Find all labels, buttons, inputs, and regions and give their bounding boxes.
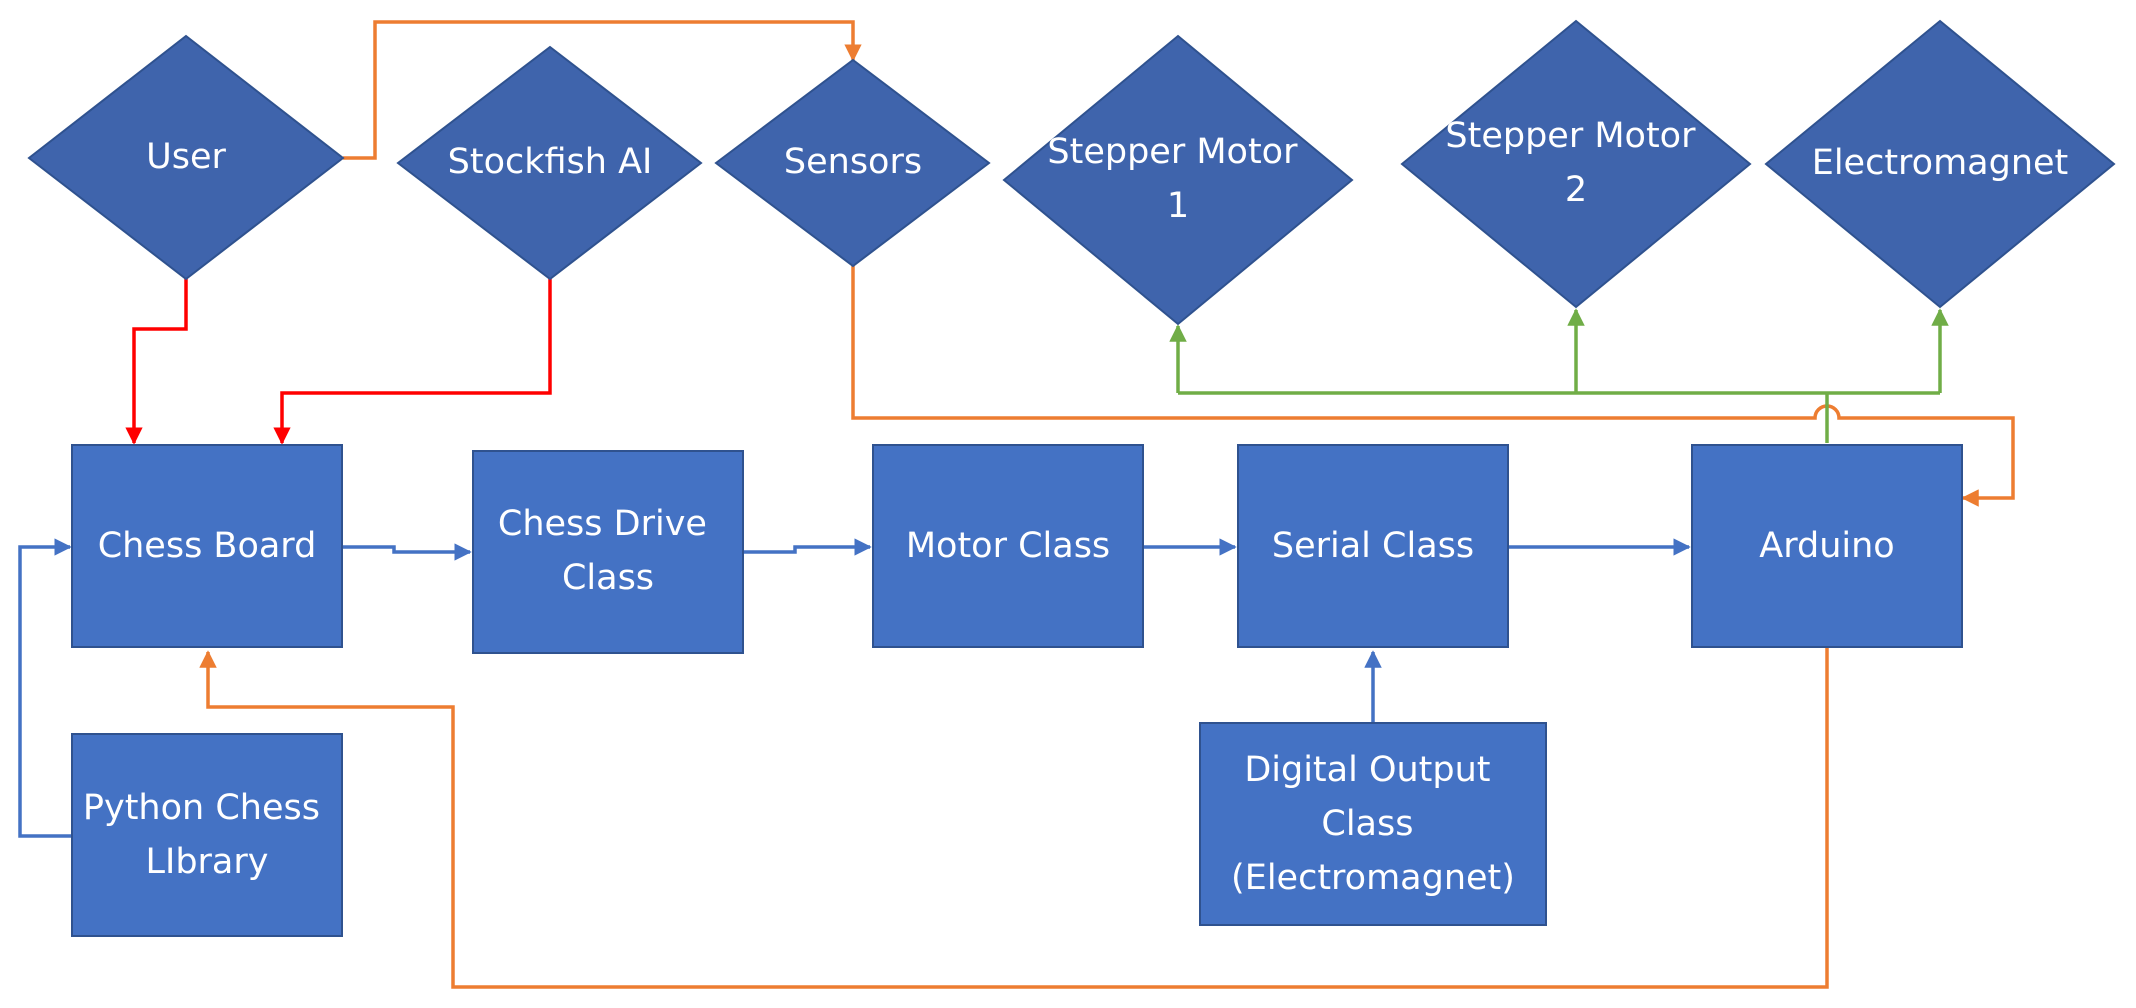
serial-class-box (1237, 444, 1509, 648)
node-motor-class: Motor Class (872, 444, 1144, 648)
sensors-diamond (714, 58, 991, 268)
connector-chess-drive-to-motor-class (743, 538, 872, 556)
motor-class-label: Motor Class (906, 526, 1110, 566)
node-chess-board: Chess Board (71, 444, 343, 648)
arduino-label: Arduino (1759, 526, 1894, 566)
connector-python-chess-to-chess-board (18, 538, 72, 838)
node-user: User (27, 34, 345, 281)
connector-chess-board-to-chess-drive (342, 543, 472, 561)
chess-drive-class-box (472, 450, 744, 654)
electromagnet-label: Electromagnet (1812, 143, 2069, 183)
connector-user-to-sensors (343, 20, 862, 160)
node-python-chess-library: Python Chess LIbrary (71, 733, 343, 937)
python-chess-library-box (71, 733, 343, 937)
digital-output-class-box (1199, 722, 1547, 926)
node-chess-drive-class: Chess Drive Class (472, 450, 744, 654)
connector-user-to-chess-board (125, 277, 188, 445)
electromagnet-diamond (1764, 19, 2116, 309)
python-chess-library-label: Python Chess LIbrary (83, 788, 331, 882)
node-arduino: Arduino (1691, 444, 1963, 648)
serial-class-label: Serial Class (1272, 526, 1474, 566)
chess-board-box (71, 444, 343, 648)
node-stepper-motor-1: Stepper Motor 1 (1002, 34, 1354, 326)
stockfish-ai-label: Stockfish AI (448, 142, 653, 182)
node-electromagnet: Electromagnet (1764, 19, 2116, 309)
stepper-motor-1-label: Stepper Motor 1 (1047, 132, 1308, 226)
stepper-motor-2-diamond (1400, 19, 1752, 309)
connector-arduino-to-chess-board (199, 648, 1829, 989)
arduino-box (1691, 444, 1963, 648)
user-label: User (146, 137, 226, 177)
sensors-label: Sensors (784, 142, 922, 182)
node-serial-class: Serial Class (1237, 444, 1509, 648)
stepper-motor-2-label: Stepper Motor 2 (1445, 116, 1706, 210)
node-sensors: Sensors (714, 58, 991, 268)
chess-drive-class-label: Chess Drive Class (498, 504, 718, 598)
connector-stockfish-to-chess-board (273, 277, 552, 445)
node-digital-output-class: Digital Output Class (Electromagnet) (1199, 722, 1547, 926)
chess-board-label: Chess Board (98, 526, 317, 566)
motor-class-box (872, 444, 1144, 648)
user-diamond (27, 34, 345, 281)
node-stockfish-ai: Stockfish AI (396, 45, 703, 281)
stockfish-ai-diamond (396, 45, 703, 281)
digital-output-class-label: Digital Output Class (Electromagnet) (1231, 750, 1515, 898)
stepper-motor-1-diamond (1002, 34, 1354, 326)
node-stepper-motor-2: Stepper Motor 2 (1400, 19, 1752, 309)
